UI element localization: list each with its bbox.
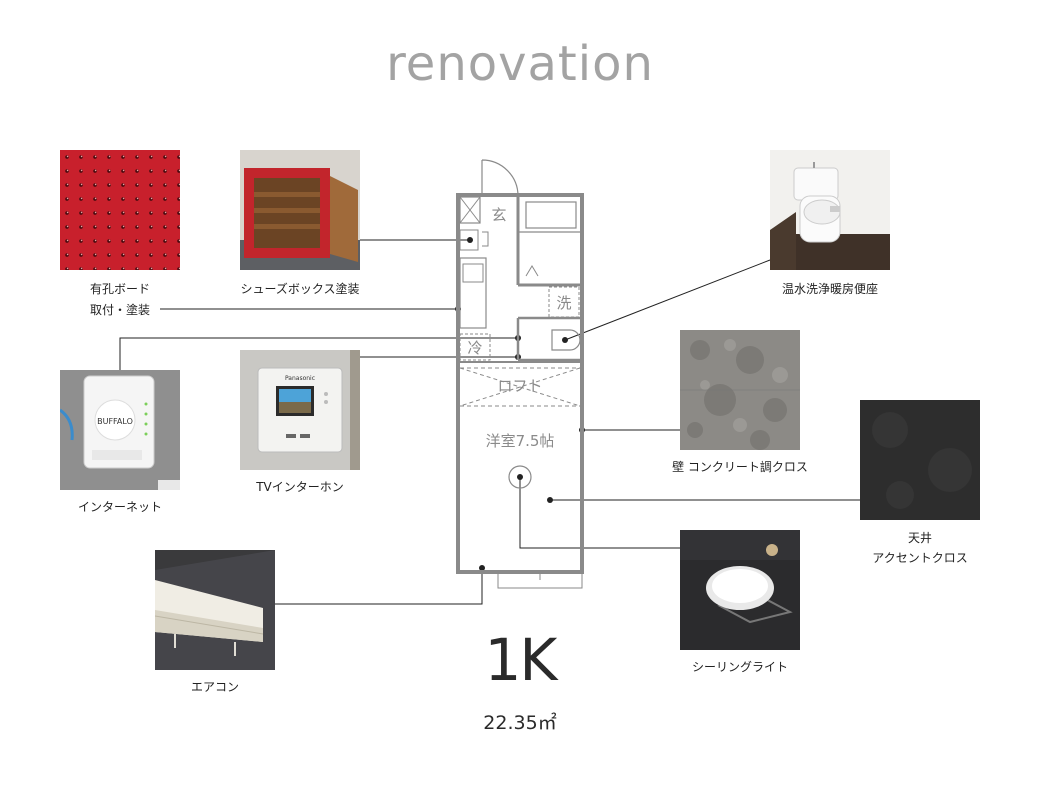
photo-ceiling bbox=[860, 400, 980, 520]
bathtub bbox=[525, 201, 577, 229]
intercom-brand: Panasonic bbox=[285, 375, 315, 382]
floor-area: 22.35㎡ bbox=[483, 712, 557, 734]
photo-pegboard bbox=[60, 150, 180, 270]
dot-shoebox bbox=[467, 237, 473, 243]
label-pegboard-2: 取付・塗装 bbox=[89, 303, 150, 317]
connector-toilet bbox=[564, 259, 771, 341]
plan-label-room: 洋室7.5帖 bbox=[486, 432, 555, 450]
photo-light bbox=[680, 530, 800, 650]
photo-internet: BUFFALO bbox=[60, 370, 180, 490]
label-wall: 壁 コンクリート調クロス bbox=[672, 460, 808, 474]
kitchen-counter bbox=[459, 257, 487, 329]
photo-shoebox bbox=[240, 150, 360, 270]
dot-toilet bbox=[562, 337, 568, 343]
label-aircon: エアコン bbox=[190, 680, 239, 694]
label-light: シーリングライト bbox=[691, 660, 788, 674]
label-ceiling-2: アクセントクロス bbox=[872, 551, 968, 565]
toilet-bowl bbox=[551, 329, 581, 351]
fridge-space bbox=[459, 333, 491, 361]
label-pegboard: 有孔ボード bbox=[89, 282, 150, 296]
label-toilet: 温水洗浄暖房便座 bbox=[781, 282, 878, 296]
entrance-door bbox=[481, 159, 519, 197]
ceiling-light-symbol bbox=[508, 465, 532, 489]
plan-type: 1K bbox=[484, 626, 558, 694]
page-title: renovation bbox=[386, 36, 654, 92]
photo-wall bbox=[680, 330, 800, 450]
connector-light bbox=[519, 477, 680, 549]
dot-aircon bbox=[479, 565, 485, 571]
label-internet: インターネット bbox=[77, 500, 162, 514]
plan-label-entrance: 玄 bbox=[491, 206, 506, 224]
label-shoebox: シューズボックス塗装 bbox=[240, 282, 360, 296]
label-intercom: TVインターホン bbox=[256, 480, 344, 494]
photo-intercom: Panasonic bbox=[240, 350, 360, 470]
dot-ceiling bbox=[547, 497, 553, 503]
connector-aircon bbox=[275, 568, 483, 605]
router-brand: BUFFALO bbox=[97, 417, 133, 426]
photo-toilet bbox=[770, 150, 890, 270]
photo-aircon bbox=[155, 550, 275, 670]
connector-internet bbox=[119, 337, 518, 372]
plan-label-washer: 洗 bbox=[556, 294, 571, 312]
plan-label-loft: ロフト bbox=[497, 377, 542, 395]
label-ceiling: 天井 bbox=[907, 531, 932, 545]
plan-label-fridge: 冷 bbox=[467, 339, 482, 357]
dot-light bbox=[517, 474, 523, 480]
